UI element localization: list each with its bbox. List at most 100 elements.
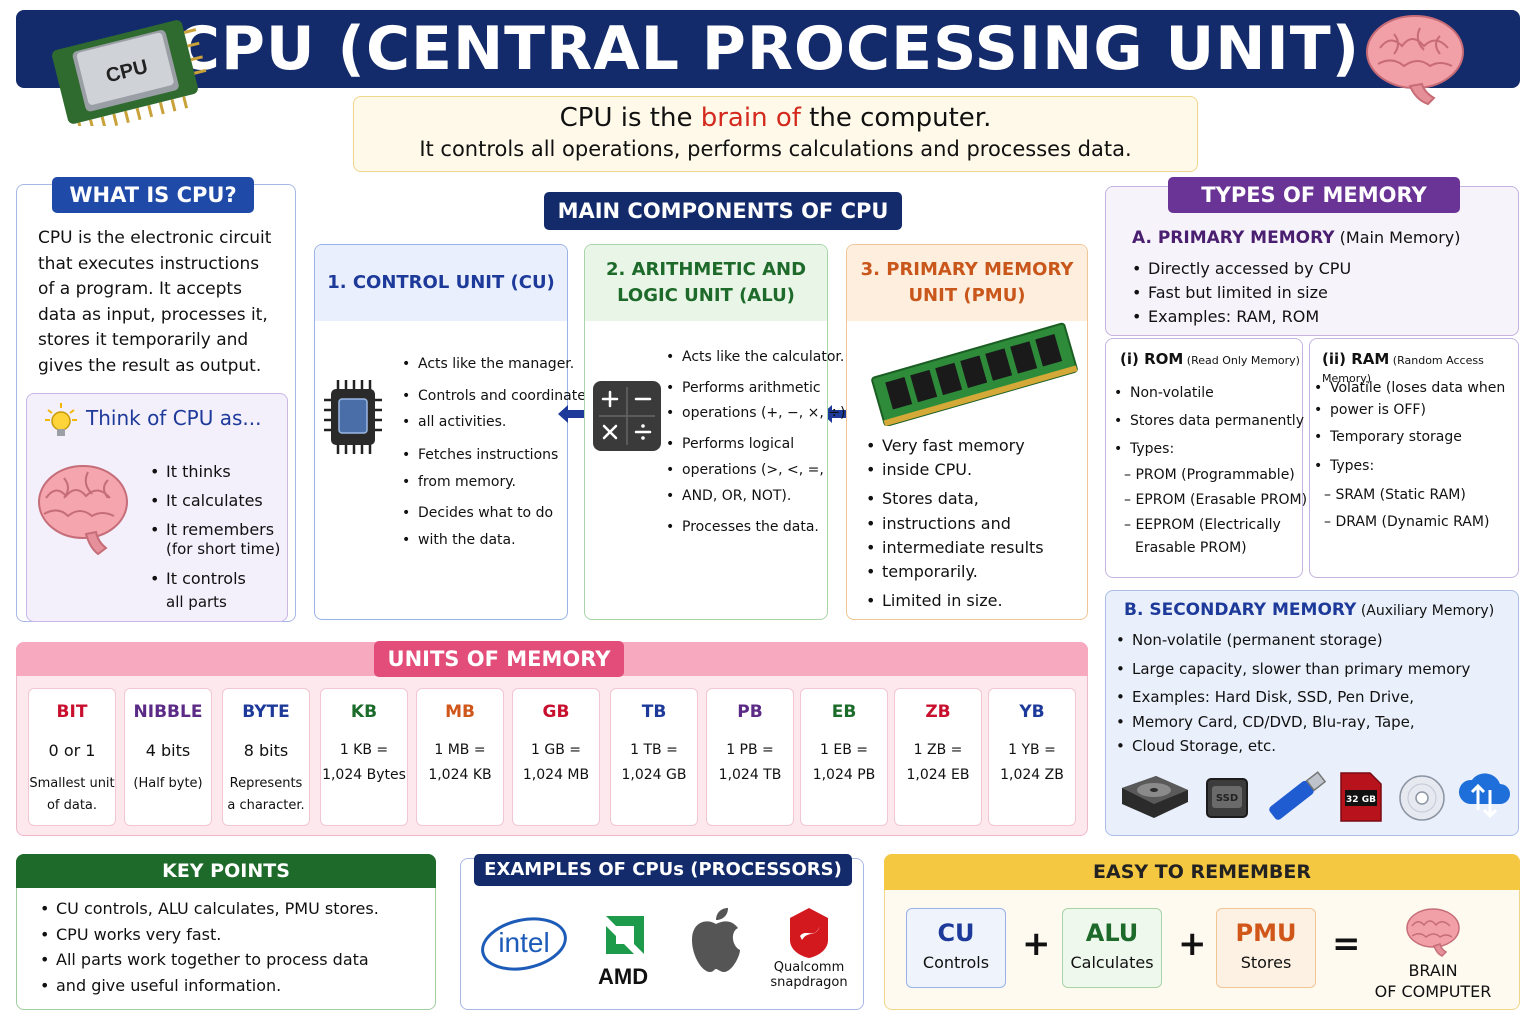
unit-name: YB [1019,702,1045,722]
ssd-label: SSD [1216,793,1238,804]
primary-title: A. PRIMARY MEMORY (Main Memory) [1132,228,1461,248]
usb-drive-icon [1269,771,1327,820]
unit-name: MB [445,702,475,722]
amd-logo-icon [606,916,644,954]
cpu-chip-icon: CPU [52,20,207,126]
unit-desc: 1,024 KB [428,767,492,783]
unit-value: 4 bits [145,741,191,760]
calculator-icon [593,381,661,451]
cu-list: Fetches instructions from memory. Decide… [400,442,558,553]
page-title: CPU (CENTRAL PROCESSING UNIT) [175,14,1361,84]
unit-value: 8 bits [243,741,289,760]
primary-list: Directly accessed by CPU Fast but limite… [1130,257,1351,329]
unit-desc: Represents [229,776,303,791]
memory-unit-card: EB 1 EB = 1,024 PB [800,688,888,826]
intel-label: intel [498,927,549,958]
apple-logo-icon [692,908,740,972]
secondary-title: B. SECONDARY MEMORY (Auxiliary Memory) [1124,600,1495,620]
ram-types: – SRAM (Static RAM) – DRAM (Dynamic RAM) [1324,487,1490,530]
memory-unit-card: KB 1 KB = 1,024 Bytes [320,688,408,826]
chip-icon [324,380,382,454]
unit-value: 1 KB = [339,742,389,758]
brain-icon [1366,15,1464,106]
unit-value: 1 EB = [820,742,868,758]
think-item: It calculates [148,486,274,515]
equals-sign: = [1332,924,1361,964]
examples-header: EXAMPLES OF CPUs (PROCESSORS) [474,854,852,886]
unit-name: BYTE [242,702,290,722]
rom-types: – PROM (Programmable) – EPROM (Erasable … [1124,467,1308,556]
what-is-cpu-header: WHAT IS CPU? [52,177,254,213]
unit-desc: 1,024 GB [621,767,687,783]
easy-header: EASY TO REMEMBER [884,854,1520,890]
ram-stick-icon [871,322,1078,426]
think-item: It controls [148,568,246,590]
think-item: It remembers [148,515,274,544]
think-sub: (for short time) [166,540,281,558]
components-header: MAIN COMPONENTS OF CPU [544,192,902,230]
unit-value: 1 MB = [434,742,486,758]
intro-line-1: CPU is the brain of the computer. [559,103,992,133]
hard-disk-icon [1122,776,1188,818]
intel-logo: intel [481,917,567,971]
memory-unit-card: PB 1 PB = 1,024 TB [706,688,794,826]
brain-icon [38,465,128,556]
unit-name: EB [831,702,857,722]
unit-name: KB [350,702,378,722]
memory-card-icon: 32 GB [1340,772,1382,822]
pmu-list: Very fast memory inside CPU. Stores data… [864,434,1044,614]
alu-list: Acts like the calculator. Performs arith… [664,345,850,541]
think-sub: all parts [166,593,227,611]
unit-value: 0 or 1 [48,741,96,760]
memory-unit-card: MB 1 MB = 1,024 KB [416,688,504,826]
unit-value: 1 GB = [531,742,581,758]
unit-desc: of data. [46,798,98,813]
unit-desc: a character. [227,798,305,813]
lightbulb-icon [45,403,77,436]
think-list: It thinks It calculates It remembers [148,457,274,544]
cu-list: Acts like the manager. Controls and coor… [400,351,593,436]
unit-desc: 1,024 TB [718,767,782,783]
unit-value: 1 YB = [1008,742,1056,758]
unit-name: ZB [925,702,951,722]
unit-desc: 1,024 MB [522,767,590,783]
unit-desc: 1,024 PB [812,767,876,783]
cloud-storage-icon [1458,773,1510,819]
brain-icon [1406,908,1460,957]
think-item: It thinks [148,457,274,486]
cd-icon [1399,775,1445,821]
key-points-header: KEY POINTS [16,854,436,888]
secondary-list: Non-volatile (permanent storage) Large c… [1114,628,1470,759]
sd-label: 32 GB [1346,795,1376,805]
amd-label: AMD [598,964,649,989]
rom-list: Non-volatile Stores data permanently Typ… [1112,379,1304,463]
unit-value: 1 PB = [726,742,774,758]
cu-title: 1. CONTROL UNIT (CU) [315,245,567,321]
units-header: UNITS OF MEMORY [374,641,624,677]
think-list: It controls [148,568,246,590]
intro-box: CPU is the brain of the computer. It con… [353,96,1198,172]
unit-name: PB [737,702,763,722]
unit-desc: 1,024 Bytes [322,767,406,783]
rom-title: (i) ROM (Read Only Memory) [1120,350,1300,368]
unit-desc: (Half byte) [133,776,203,791]
unit-value: 1 ZB = [913,742,963,758]
plus-sign: + [1178,924,1207,964]
key-points-list: CU controls, ALU calculates, PMU stores.… [38,896,379,998]
unit-name: BIT [56,702,88,722]
unit-name: GB [542,702,570,722]
ram-list: Volatile (loses data when power is OFF) … [1312,377,1505,477]
